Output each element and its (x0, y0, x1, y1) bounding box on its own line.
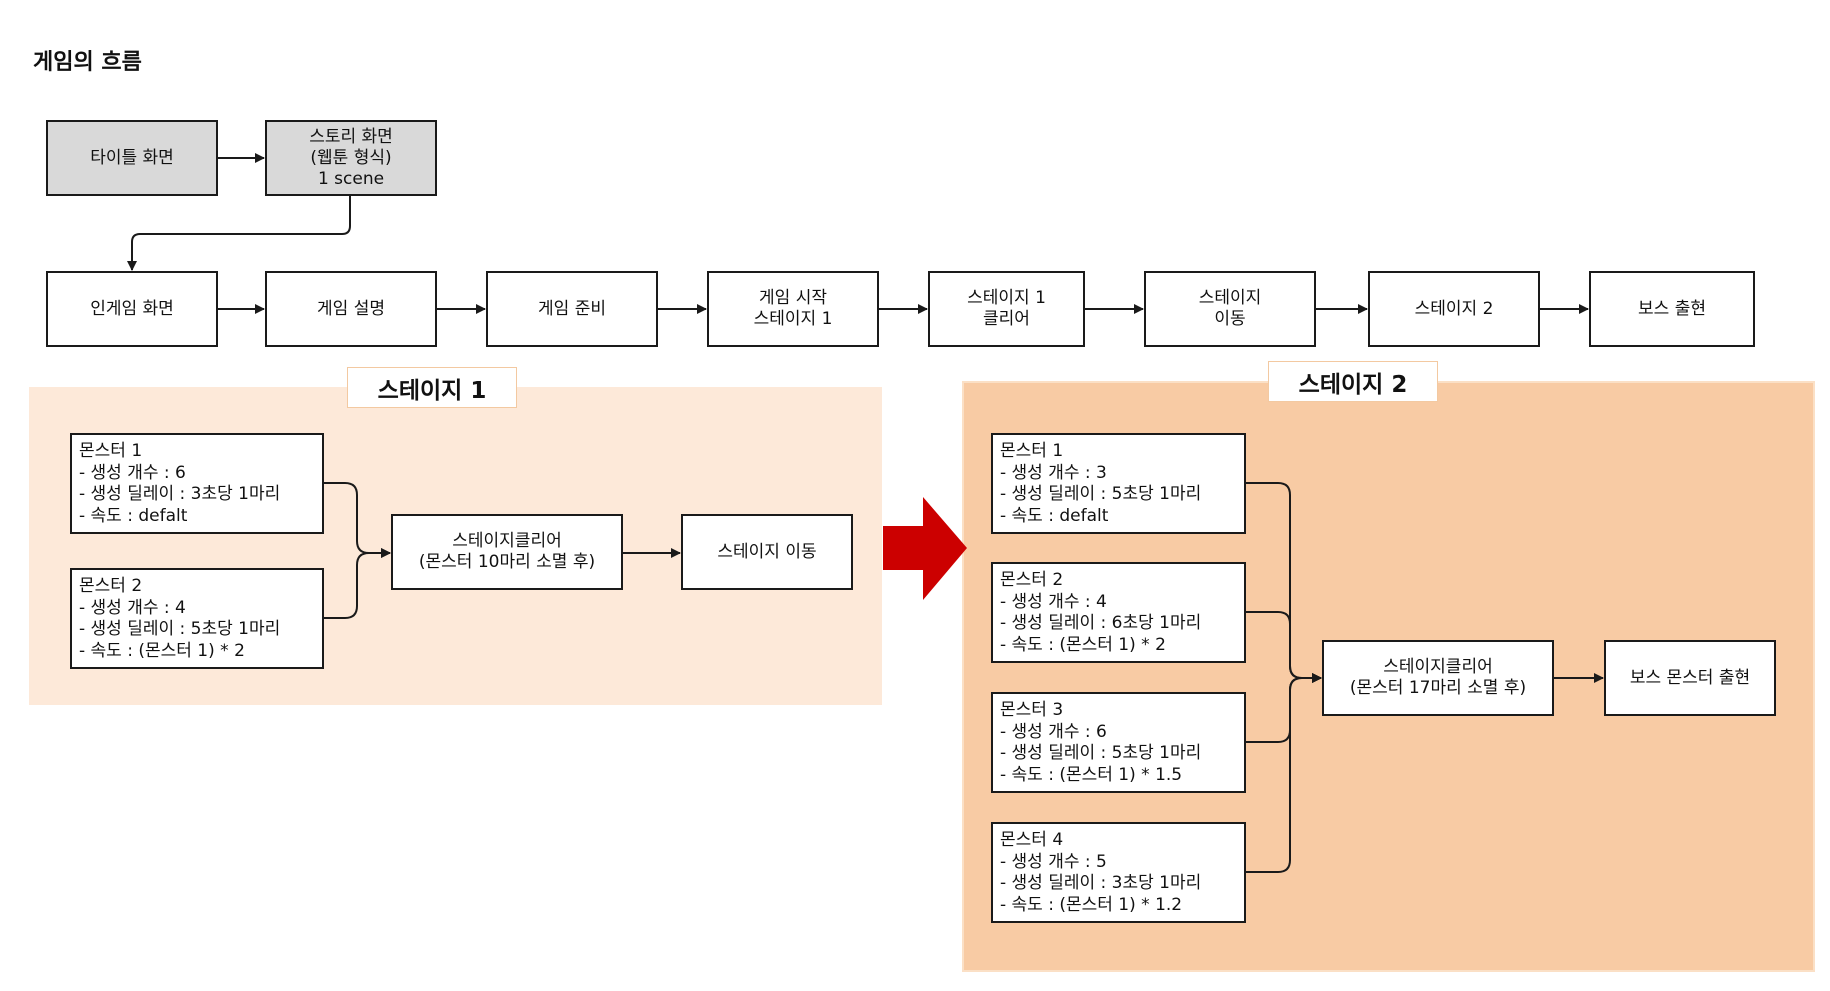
node-text: 인게임 화면 (90, 298, 174, 319)
ingame-screen-node: 인게임 화면 (46, 271, 218, 347)
node-text: 스테이지 (1198, 288, 1262, 308)
monster-delay: - 생성 딜레이 : 6초당 1마리 (1000, 613, 1202, 633)
stage2-clear-box: 스테이지클리어 (몬스터 17마리 소멸 후) (1322, 640, 1554, 716)
game-ready-node: 게임 준비 (486, 271, 658, 347)
arrow-s2-monster3 (1246, 673, 1322, 743)
node-text: 게임 준비 (538, 298, 606, 319)
monster-name: 몬스터 2 (79, 576, 143, 596)
node-text: 스테이지 1 (753, 309, 833, 329)
stage1-clear-box: 스테이지클리어 (몬스터 10마리 소멸 후) (391, 514, 623, 590)
node-text: 이동 (1214, 309, 1246, 329)
transition-arrow (883, 497, 967, 600)
stage2-monster1-box: 몬스터 1 - 생성 개수 : 3 - 생성 딜레이 : 5초당 1마리 - 속… (991, 433, 1246, 534)
game-start-stage1-node: 게임 시작 스테이지 1 (707, 271, 879, 347)
monster-name: 몬스터 1 (79, 441, 143, 461)
node-text: 보스 몬스터 출현 (1629, 667, 1751, 688)
monster-name: 몬스터 4 (1000, 830, 1064, 850)
page-title: 게임의 흐름 (33, 50, 142, 75)
arrow-story-to-ingame (127, 196, 351, 271)
monster-count: - 생성 개수 : 6 (1000, 721, 1107, 742)
arrow-s1-monster2 (324, 548, 391, 619)
node-text: 게임 설명 (317, 298, 385, 319)
title-screen-node: 타이틀 화면 (46, 120, 218, 196)
story-screen-node: 스토리 화면 (웹툰 형식) 1 scene (265, 120, 437, 196)
monster-count: - 생성 개수 : 4 (1000, 591, 1107, 612)
game-description-node: 게임 설명 (265, 271, 437, 347)
node-text: 클리어 (983, 309, 1030, 329)
monster-delay: - 생성 딜레이 : 5초당 1마리 (79, 619, 281, 639)
monster-name: 몬스터 2 (1000, 570, 1064, 590)
node-text: 보스 출현 (1638, 298, 1706, 319)
stage2-monster3-box: 몬스터 3 - 생성 개수 : 6 - 생성 딜레이 : 5초당 1마리 - 속… (991, 692, 1246, 793)
node-text: 스테이지클리어 (1383, 657, 1493, 677)
monster-speed: - 속도 : defalt (79, 505, 188, 526)
node-text: 스토리 화면 (309, 126, 393, 147)
stage2-monster2-box: 몬스터 2 - 생성 개수 : 4 - 생성 딜레이 : 6초당 1마리 - 속… (991, 562, 1246, 663)
node-text: 게임 시작 (759, 288, 827, 308)
stage2-monster4-box: 몬스터 4 - 생성 개수 : 5 - 생성 딜레이 : 3초당 1마리 - 속… (991, 822, 1246, 923)
monster-speed: - 속도 : (몬스터 1) * 2 (1000, 634, 1166, 655)
monster-speed: - 속도 : (몬스터 1) * 2 (79, 640, 245, 661)
monster-name: 몬스터 3 (1000, 700, 1064, 720)
node-text: 스테이지 1 (967, 288, 1046, 308)
stage1-next-box: 스테이지 이동 (681, 514, 853, 590)
stage2-node: 스테이지 2 (1368, 271, 1540, 347)
monster-count: - 생성 개수 : 4 (79, 597, 186, 618)
node-text: 스테이지 2 (1414, 298, 1494, 319)
monster-delay: - 생성 딜레이 : 5초당 1마리 (1000, 743, 1202, 763)
monster-count: - 생성 개수 : 3 (1000, 462, 1107, 483)
boss-appear-node: 보스 출현 (1589, 271, 1755, 347)
node-text: (웹툰 형식) (310, 147, 392, 168)
node-text: 스테이지클리어 (452, 531, 562, 551)
arrow-s2-monster1 (1246, 482, 1322, 683)
node-text: 스테이지 이동 (717, 541, 817, 562)
stage1-clear-node: 스테이지 1 클리어 (928, 271, 1085, 347)
stage2-label: 스테이지 2 (1268, 361, 1438, 402)
stage1-label: 스테이지 1 (347, 367, 517, 408)
monster-name: 몬스터 1 (1000, 441, 1064, 461)
node-text: 1 scene (317, 168, 385, 189)
node-text: (몬스터 17마리 소멸 후) (1349, 678, 1527, 698)
node-text: 타이틀 화면 (90, 147, 174, 168)
monster-delay: - 생성 딜레이 : 3초당 1마리 (79, 484, 281, 504)
stage-move-node: 스테이지 이동 (1144, 271, 1316, 347)
stage1-monster1-box: 몬스터 1 - 생성 개수 : 6 - 생성 딜레이 : 3초당 1마리 - 속… (70, 433, 324, 534)
arrow-s2-monster4 (1246, 673, 1322, 873)
arrow-s2-monster2 (1246, 611, 1322, 683)
arrow-s1-monster1 (324, 482, 391, 558)
node-text: (몬스터 10마리 소멸 후) (418, 552, 596, 572)
monster-count: - 생성 개수 : 6 (79, 462, 186, 483)
boss-monster-box: 보스 몬스터 출현 (1604, 640, 1776, 716)
monster-delay: - 생성 딜레이 : 3초당 1마리 (1000, 873, 1202, 893)
monster-speed: - 속도 : defalt (1000, 505, 1109, 526)
monster-delay: - 생성 딜레이 : 5초당 1마리 (1000, 484, 1202, 504)
monster-speed: - 속도 : (몬스터 1) * 1.5 (1000, 764, 1183, 785)
monster-count: - 생성 개수 : 5 (1000, 851, 1107, 872)
monster-speed: - 속도 : (몬스터 1) * 1.2 (1000, 894, 1183, 915)
stage1-monster2-box: 몬스터 2 - 생성 개수 : 4 - 생성 딜레이 : 5초당 1마리 - 속… (70, 568, 324, 669)
